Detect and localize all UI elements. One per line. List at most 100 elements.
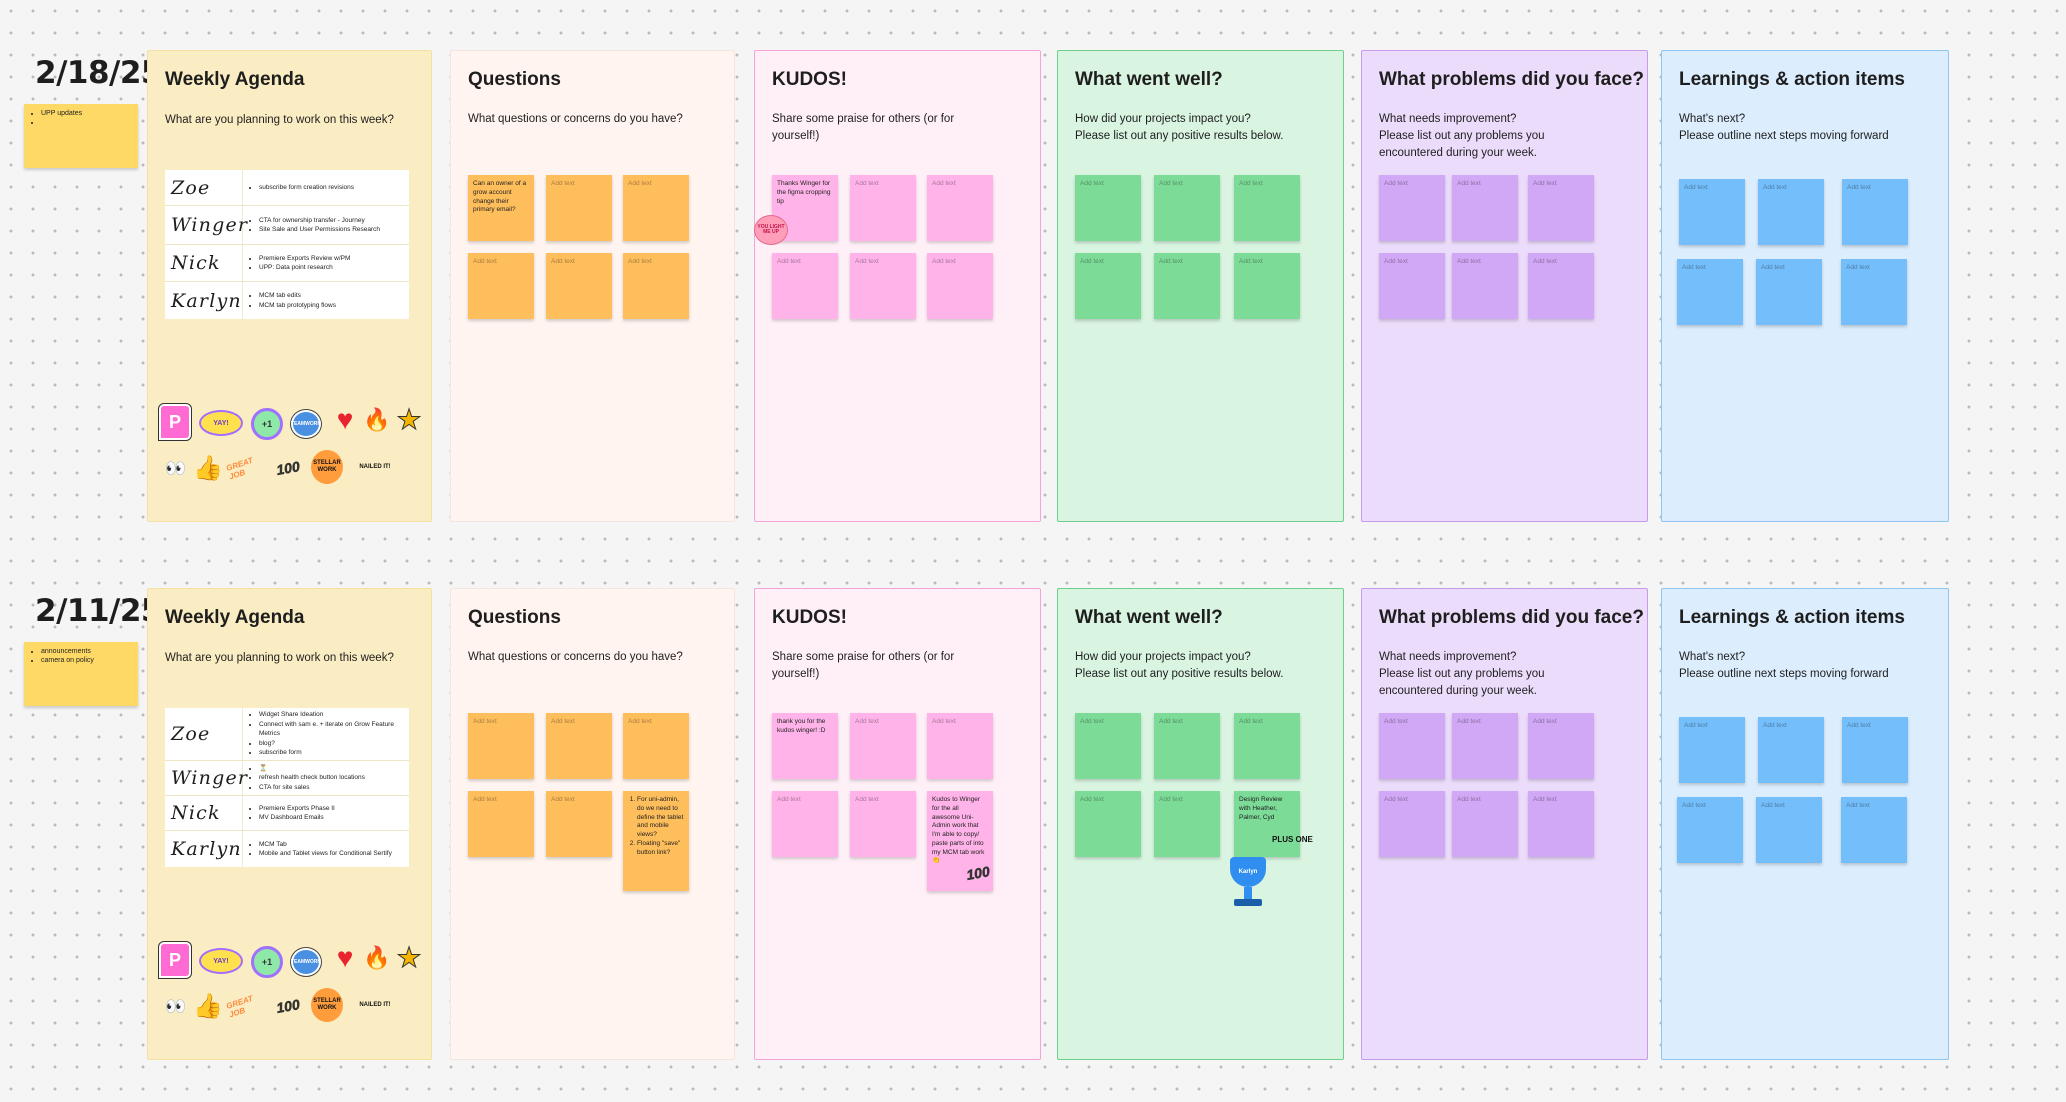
team-member-tasks[interactable]: Premiere Exports Phase IIMV Dashboard Em… bbox=[243, 796, 409, 830]
sticky-note[interactable]: For uni-admin, do we need to define the … bbox=[623, 791, 689, 891]
side-sticky-note[interactable]: announcementscamera on policy bbox=[24, 642, 138, 706]
sticky-note[interactable]: Add text bbox=[1154, 713, 1220, 779]
sticky-note[interactable]: Add text bbox=[1758, 179, 1824, 245]
teamwork-sticker[interactable]: TEAMWORK bbox=[291, 948, 321, 976]
sticky-note[interactable]: Add text bbox=[1528, 175, 1594, 241]
heart-icon[interactable]: ♥ bbox=[336, 404, 354, 435]
sticky-note[interactable]: Add text bbox=[1154, 791, 1220, 857]
trophy-sticker[interactable]: Karlyn bbox=[1226, 857, 1270, 913]
flag-sticker[interactable]: P bbox=[159, 404, 191, 440]
team-member-tasks[interactable]: Widget Share IdeationConnect with sam e.… bbox=[243, 708, 409, 760]
sticky-note[interactable]: Add text bbox=[1677, 259, 1743, 325]
sticky-note[interactable]: Add text bbox=[546, 791, 612, 857]
sticky-note[interactable]: Add text bbox=[1756, 797, 1822, 863]
sticky-note[interactable]: Add text bbox=[927, 713, 993, 779]
hundred-sticker[interactable]: 100 bbox=[275, 458, 301, 478]
sticky-note[interactable]: Kudos to Winger for the all awesome Uni-… bbox=[927, 791, 993, 891]
section-went-well[interactable]: What went well?How did your projects imp… bbox=[1057, 50, 1344, 522]
section-went-well[interactable]: What went well?How did your projects imp… bbox=[1057, 588, 1344, 1060]
sticky-note[interactable]: Add text bbox=[1075, 713, 1141, 779]
sticky-note[interactable]: Add text bbox=[1154, 175, 1220, 241]
sticky-note[interactable]: Add text bbox=[1756, 259, 1822, 325]
heart-icon[interactable]: ♥ bbox=[336, 942, 354, 973]
sticky-note[interactable]: Add text bbox=[1379, 791, 1445, 857]
team-member-tasks[interactable]: MCM TabMobile and Tablet views for Condi… bbox=[243, 831, 409, 867]
section-problems[interactable]: What problems did you face?What needs im… bbox=[1361, 588, 1648, 1060]
sticky-note[interactable]: Add text bbox=[1379, 253, 1445, 319]
yay-sticker[interactable]: YAY! bbox=[199, 948, 243, 974]
stellar-work-sticker[interactable]: STELLAR WORK bbox=[311, 450, 343, 484]
ribbon-sticker[interactable]: +1 bbox=[251, 946, 283, 978]
side-sticky-note[interactable]: UPP updates bbox=[24, 104, 138, 168]
sticky-note[interactable]: Add text bbox=[1528, 253, 1594, 319]
team-member-tasks[interactable]: subscribe form creation revisions bbox=[243, 170, 409, 205]
sticky-note[interactable]: Add text bbox=[850, 175, 916, 241]
sticky-note[interactable]: Add text bbox=[623, 253, 689, 319]
sticky-note[interactable]: Add text bbox=[468, 791, 534, 857]
sticky-note[interactable]: Add text bbox=[468, 253, 534, 319]
sticky-note[interactable]: Add text bbox=[546, 253, 612, 319]
sticky-note[interactable]: Can an owner of a grow account change th… bbox=[468, 175, 534, 241]
eyes-icon[interactable]: 👀 bbox=[165, 459, 186, 478]
sticky-note[interactable]: Add text bbox=[850, 253, 916, 319]
section-problems[interactable]: What problems did you face?What needs im… bbox=[1361, 50, 1648, 522]
nailed-it-sticker[interactable]: NAILED IT! bbox=[359, 463, 391, 470]
sticky-note[interactable]: Add text bbox=[1234, 713, 1300, 779]
sticky-note[interactable]: thank you for the kudos winger! :D bbox=[772, 713, 838, 779]
sticky-note[interactable]: Add text bbox=[1075, 175, 1141, 241]
you-light-me-up-sticker[interactable]: YOU LIGHT ME UP bbox=[754, 215, 788, 245]
plus-one-sticker[interactable]: PLUS ONE bbox=[1272, 835, 1313, 844]
sticky-note[interactable]: Add text bbox=[1528, 713, 1594, 779]
sticky-note[interactable]: Add text bbox=[1379, 713, 1445, 779]
great-job-sticker[interactable]: GREAT JOB bbox=[225, 993, 254, 1020]
sticky-note[interactable]: Add text bbox=[1234, 253, 1300, 319]
team-member-tasks[interactable]: Premiere Exports Review w/PMUPP: Data po… bbox=[243, 245, 409, 281]
sticky-note[interactable]: Add text bbox=[772, 253, 838, 319]
hundred-sticker[interactable]: 100 bbox=[965, 863, 991, 883]
team-member-tasks[interactable]: ⏳refresh health check button locationsCT… bbox=[243, 761, 409, 795]
section-kudos[interactable]: KUDOS!Share some praise for others (or f… bbox=[754, 588, 1041, 1060]
sticky-note[interactable]: Add text bbox=[1452, 253, 1518, 319]
hundred-sticker[interactable]: 100 bbox=[275, 996, 301, 1016]
sticky-note[interactable]: Add text bbox=[927, 175, 993, 241]
sticky-note[interactable]: Add text bbox=[546, 175, 612, 241]
team-member-tasks[interactable]: CTA for ownership transfer - JourneySite… bbox=[243, 206, 409, 244]
star-icon[interactable]: ★ bbox=[396, 942, 422, 973]
sticky-note[interactable]: Add text bbox=[1452, 713, 1518, 779]
fire-icon[interactable]: 🔥 bbox=[363, 945, 391, 970]
sticky-note[interactable]: Add text bbox=[1841, 259, 1907, 325]
eyes-icon[interactable]: 👀 bbox=[165, 997, 186, 1016]
teamwork-sticker[interactable]: TEAMWORK bbox=[291, 410, 321, 438]
sticky-note[interactable]: Add text bbox=[1679, 717, 1745, 783]
sticky-note[interactable]: Add text bbox=[850, 713, 916, 779]
sticky-note[interactable]: Add text bbox=[1075, 791, 1141, 857]
sticky-note[interactable]: Add text bbox=[772, 791, 838, 857]
ribbon-sticker[interactable]: +1 bbox=[251, 408, 283, 440]
sticky-note[interactable]: Add text bbox=[927, 253, 993, 319]
sticky-note[interactable]: Add text bbox=[1758, 717, 1824, 783]
sticky-note[interactable]: Add text bbox=[1379, 175, 1445, 241]
sticky-note[interactable]: Design Review with Heather, Palmer, Cyd bbox=[1234, 791, 1300, 857]
great-job-sticker[interactable]: GREAT JOB bbox=[225, 455, 254, 482]
flag-sticker[interactable]: P bbox=[159, 942, 191, 978]
sticky-note[interactable]: Add text bbox=[1679, 179, 1745, 245]
fire-icon[interactable]: 🔥 bbox=[363, 407, 391, 432]
team-member-tasks[interactable]: MCM tab editsMCM tab prototyping flows bbox=[243, 282, 409, 319]
sticky-note[interactable]: Add text bbox=[1677, 797, 1743, 863]
sticky-note[interactable]: Add text bbox=[1234, 175, 1300, 241]
star-icon[interactable]: ★ bbox=[396, 404, 422, 435]
sticky-note[interactable]: Add text bbox=[468, 713, 534, 779]
sticky-note[interactable]: Add text bbox=[1075, 253, 1141, 319]
sticky-note[interactable]: Add text bbox=[1154, 253, 1220, 319]
sticky-note[interactable]: Add text bbox=[1528, 791, 1594, 857]
nailed-it-sticker[interactable]: NAILED IT! bbox=[359, 1001, 391, 1008]
sticky-note[interactable]: Add text bbox=[1842, 179, 1908, 245]
sticky-note[interactable]: Add text bbox=[623, 713, 689, 779]
sticky-note[interactable]: Add text bbox=[1452, 175, 1518, 241]
